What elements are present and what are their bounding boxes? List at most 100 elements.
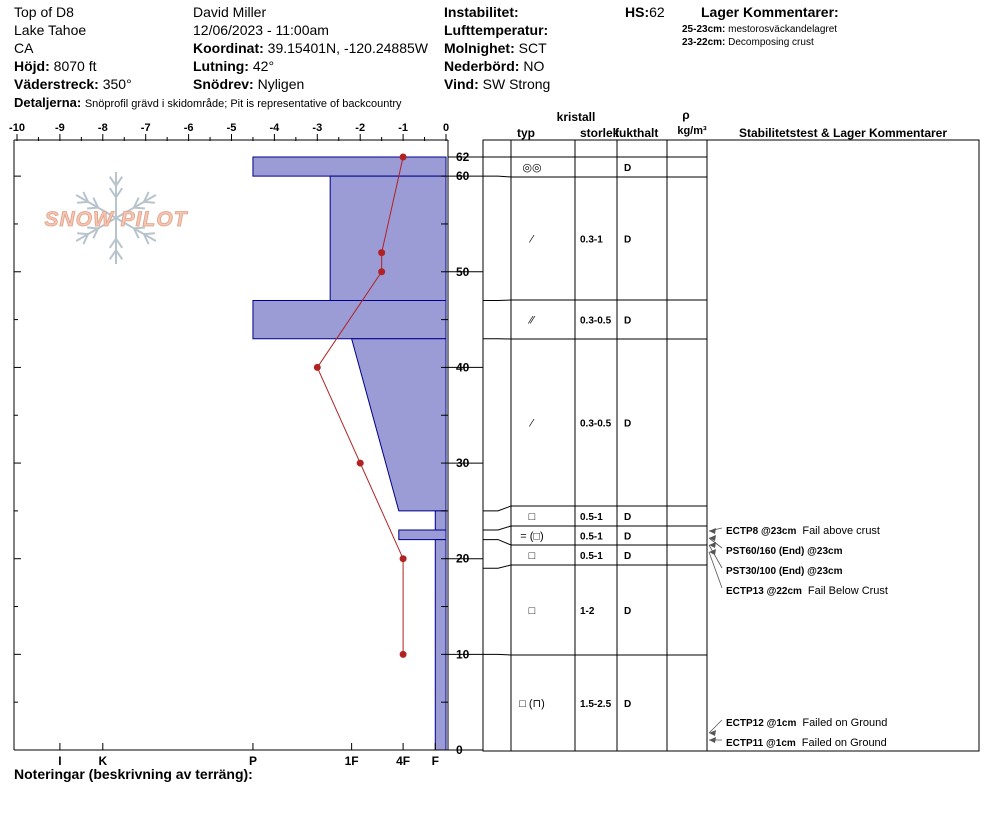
snowflake-branch (108, 187, 117, 198)
aspect-label: Väderstreck: (14, 76, 99, 92)
coordinate-value: 39.15401N, -120.24885W (267, 40, 428, 56)
crystal-header: kristall (557, 110, 596, 124)
stability-test-comment: Fail Below Crust (808, 585, 888, 597)
hardness-layer-bar (398, 529, 447, 541)
stability-test-pointer (708, 544, 723, 569)
snowflake-branch (92, 197, 99, 209)
snowpilot-logo: SNOW PILOT (44, 172, 189, 264)
snowflake-branch (133, 227, 140, 239)
hs-label: HS: (625, 4, 650, 20)
hardness-tick-label: P (249, 754, 257, 768)
snowflake-branch (133, 226, 145, 230)
location-name: Top of D8 (14, 4, 74, 20)
stability-test-code: ECTP12 @1cm (726, 718, 796, 729)
temperature-tick-label: -3 (312, 122, 322, 134)
boundary-connector (483, 653, 512, 656)
hardness-layer-bar (252, 156, 447, 177)
snowflake-branch (82, 191, 90, 203)
snowflake-arm (115, 217, 157, 242)
wind-row: Vind: SW Strong (444, 76, 550, 92)
temperature-tick-label: 0 (443, 122, 449, 134)
hardness-layer-bar (329, 175, 447, 301)
temperature-point (378, 268, 386, 276)
stability-test-pointer (708, 551, 723, 589)
elevation-row: Höjd: 8070 ft (14, 58, 96, 74)
type-header: typ (517, 126, 535, 140)
coordinate-label: Koordinat: (193, 40, 264, 56)
hardness-layer-bar (350, 338, 447, 512)
boundary-connector (483, 525, 512, 531)
details-value: Snöprofil grävd i skidområde; Pit is rep… (84, 98, 402, 110)
layer-crystal-type: ⁄⁄ (527, 315, 536, 327)
boundary-connector (483, 505, 512, 512)
wind-value: SW Strong (482, 76, 551, 92)
hardness-tick-label: 1F (345, 754, 359, 768)
slope-label: Lutning: (193, 58, 249, 74)
layer-grain-size: 1-2 (580, 606, 595, 617)
snowflake-branch (142, 191, 150, 203)
hardness-layer-bar (434, 539, 447, 751)
temperature-point (399, 153, 407, 161)
snowflake-branch (87, 226, 99, 230)
moisture-header: fukthalt (615, 126, 658, 140)
snowflake-arm (75, 217, 117, 242)
logo-text: SNOW PILOT (45, 208, 189, 231)
snowflake-arm (75, 194, 117, 219)
coordinate-row: Koordinat: 39.15401N, -120.24885W (193, 40, 428, 56)
layer-crystal-type: □ (⊓) (519, 698, 545, 710)
sky-row: Molnighet: SCT (444, 40, 547, 56)
layer-moisture: D (624, 235, 631, 246)
layer-grain-size: 0.5-1 (580, 551, 603, 562)
layer-crystal-type: ⁄ (528, 234, 535, 246)
layer-comment-2: 23-22cm: Decomposing crust (682, 37, 814, 48)
elevation-label: Höjd: (14, 58, 50, 74)
observation-datetime: 12/06/2023 - 11:00am (193, 22, 329, 38)
layer-moisture: D (624, 551, 631, 562)
instability-label: Instabilitet: (444, 4, 519, 20)
stability-test-pointer (708, 719, 723, 734)
layer-comments-title: Lager Kommentarer: (701, 4, 839, 20)
state-name: CA (14, 40, 34, 56)
precip-label: Nederbörd: (444, 58, 520, 74)
layer-comment-text: Decomposing crust (728, 37, 814, 48)
snowflake-branch (143, 232, 155, 236)
precip-value: NO (523, 58, 545, 74)
drift-row: Snödrev: Nyligen (193, 76, 304, 92)
snowflake-icon (75, 172, 157, 264)
layer-comment-1: 25-23cm: mestorosväckandelagret (682, 24, 837, 35)
slope-row: Lutning: 42° (193, 58, 274, 74)
stability-header: Stabilitetstest & Lager Kommentarer (739, 126, 947, 140)
temperature-point (399, 650, 407, 658)
temperature-profile (313, 153, 407, 658)
precip-row: Nederbörd: NO (444, 58, 544, 74)
layer-crystal-type: □ (529, 605, 536, 617)
terrain-notes-label: Noteringar (beskrivning av terräng): (14, 766, 253, 782)
layer-grain-size: 1.5-2.5 (580, 699, 612, 710)
hs-row: HS:62 (625, 4, 665, 20)
snowflake-branch (115, 238, 124, 249)
layer-moisture: D (624, 163, 631, 174)
hardness-layer-bar (434, 510, 447, 531)
temperature-tick-label: -7 (141, 122, 151, 134)
density-symbol: ρ (682, 108, 689, 122)
sky-label: Molnighet: (444, 40, 515, 56)
layer-moisture: D (624, 419, 631, 430)
snowflake-branch (115, 187, 124, 198)
temperature-tick-label: -6 (184, 122, 194, 134)
snowflake-branch (133, 206, 145, 210)
elevation-value: 8070 ft (53, 58, 97, 74)
temperature-point (378, 249, 386, 257)
hardness-tick-label: I (58, 754, 61, 768)
layer-comment-text: mestorosväckandelagret (728, 24, 838, 35)
hardness-tick-label: F (432, 754, 439, 768)
density-unit: kg/m³ (677, 125, 707, 137)
layer-grain-size: 0.5-1 (580, 512, 603, 523)
layer-crystal-type: ⁄ (528, 418, 535, 430)
